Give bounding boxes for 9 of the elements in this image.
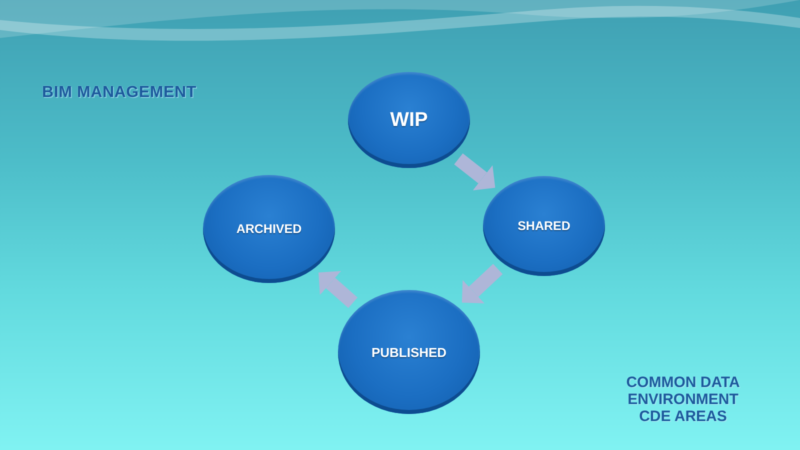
- stage-label: WIP: [390, 108, 428, 132]
- block-arrow: [454, 153, 496, 190]
- caption-text: COMMON DATA ENVIRONMENT CDE AREAS: [625, 374, 741, 425]
- block-arrow: [462, 264, 503, 304]
- stage-label: PUBLISHED: [371, 344, 447, 360]
- stage-label: SHARED: [518, 219, 570, 233]
- stage-label: ARCHIVED: [236, 222, 302, 236]
- block-arrow: [318, 271, 358, 308]
- diagram-title: BIM MANAGEMENT: [42, 84, 196, 102]
